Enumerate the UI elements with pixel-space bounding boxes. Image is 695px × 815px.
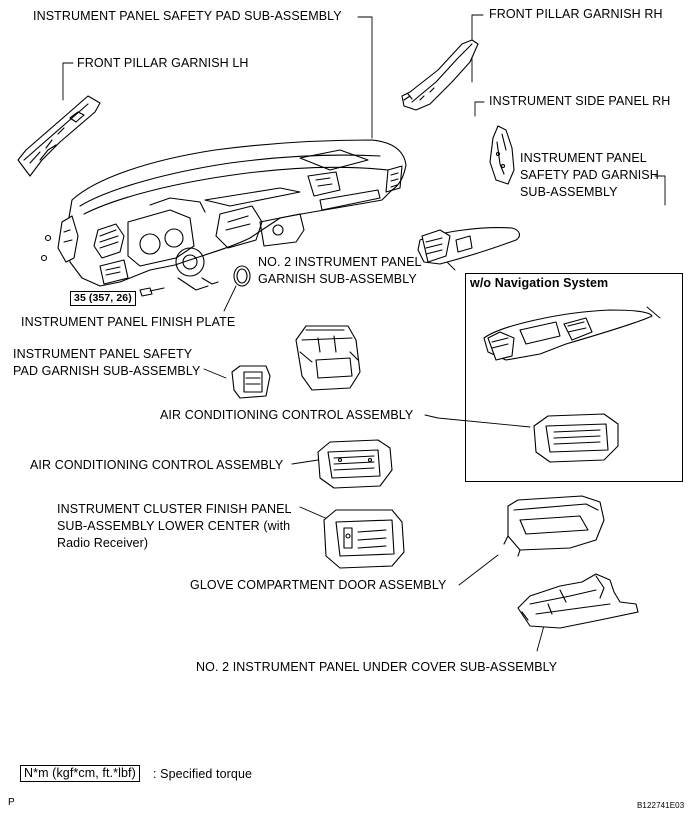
- footer-page-marker: P: [8, 797, 15, 808]
- label-cluster-2: SUB-ASSEMBLY LOWER CENTER (with: [57, 519, 291, 533]
- torque-spec-box: 35 (357, 26): [70, 291, 136, 306]
- label-pad-garnish-rh-2: SAFETY PAD GARNISH: [520, 168, 659, 182]
- footer-figure-code: B122741E03: [637, 801, 685, 810]
- no2-instrument-panel-garnish: [417, 227, 521, 265]
- front-pillar-garnish-rh: [401, 39, 479, 111]
- label-under-cover: NO. 2 INSTRUMENT PANEL UNDER COVER SUB-A…: [196, 660, 558, 674]
- instrument-cluster-finish-panel: [323, 509, 405, 569]
- instrument-panel-safety-pad: [40, 139, 407, 297]
- label-ac-control-lower: AIR CONDITIONING CONTROL ASSEMBLY: [30, 458, 284, 472]
- label-pillar-rh: FRONT PILLAR GARNISH RH: [489, 7, 663, 21]
- label-safety-pad: INSTRUMENT PANEL SAFETY PAD SUB-ASSEMBLY: [33, 9, 342, 23]
- label-pad-garnish-lh-1: INSTRUMENT PANEL SAFETY: [13, 347, 193, 361]
- label-pillar-lh: FRONT PILLAR GARNISH LH: [77, 56, 249, 70]
- label-ac-control-upper: AIR CONDITIONING CONTROL ASSEMBLY: [160, 408, 414, 422]
- label-finish-plate: INSTRUMENT PANEL FINISH PLATE: [21, 315, 236, 329]
- label-pad-garnish-rh-1: INSTRUMENT PANEL: [520, 151, 647, 165]
- label-no2-garnish-2: GARNISH SUB-ASSEMBLY: [258, 272, 417, 286]
- instrument-side-panel-rh: [489, 125, 515, 185]
- label-glove-door: GLOVE COMPARTMENT DOOR ASSEMBLY: [190, 578, 447, 592]
- safety-pad-garnish-lh: [231, 365, 271, 399]
- glove-compartment-door: [503, 495, 605, 557]
- label-pad-garnish-rh-3: SUB-ASSEMBLY: [520, 185, 618, 199]
- no2-under-cover: [517, 573, 639, 629]
- front-pillar-garnish-lh: [17, 95, 101, 177]
- label-cluster-3: Radio Receiver): [57, 536, 149, 550]
- air-conditioning-control-lower: [317, 439, 393, 489]
- label-nav-system: w/o Navigation System: [470, 276, 609, 290]
- nav-ac-control: [533, 413, 619, 463]
- label-no2-garnish-1: NO. 2 INSTRUMENT PANEL: [258, 255, 422, 269]
- nav-dashboard-upper: [483, 309, 653, 361]
- legend-torque-units: N*m (kgf*cm, ft.*lbf): [20, 765, 140, 782]
- label-pad-garnish-lh-2: PAD GARNISH SUB-ASSEMBLY: [13, 364, 201, 378]
- air-conditioning-control-upper: [295, 325, 361, 391]
- legend-torque-text: : Specified torque: [153, 767, 253, 781]
- instrument-panel-finish-plate: [233, 265, 251, 287]
- label-side-panel-rh: INSTRUMENT SIDE PANEL RH: [489, 94, 671, 108]
- label-cluster-1: INSTRUMENT CLUSTER FINISH PANEL: [57, 502, 292, 516]
- navigation-variant-box: [465, 273, 683, 482]
